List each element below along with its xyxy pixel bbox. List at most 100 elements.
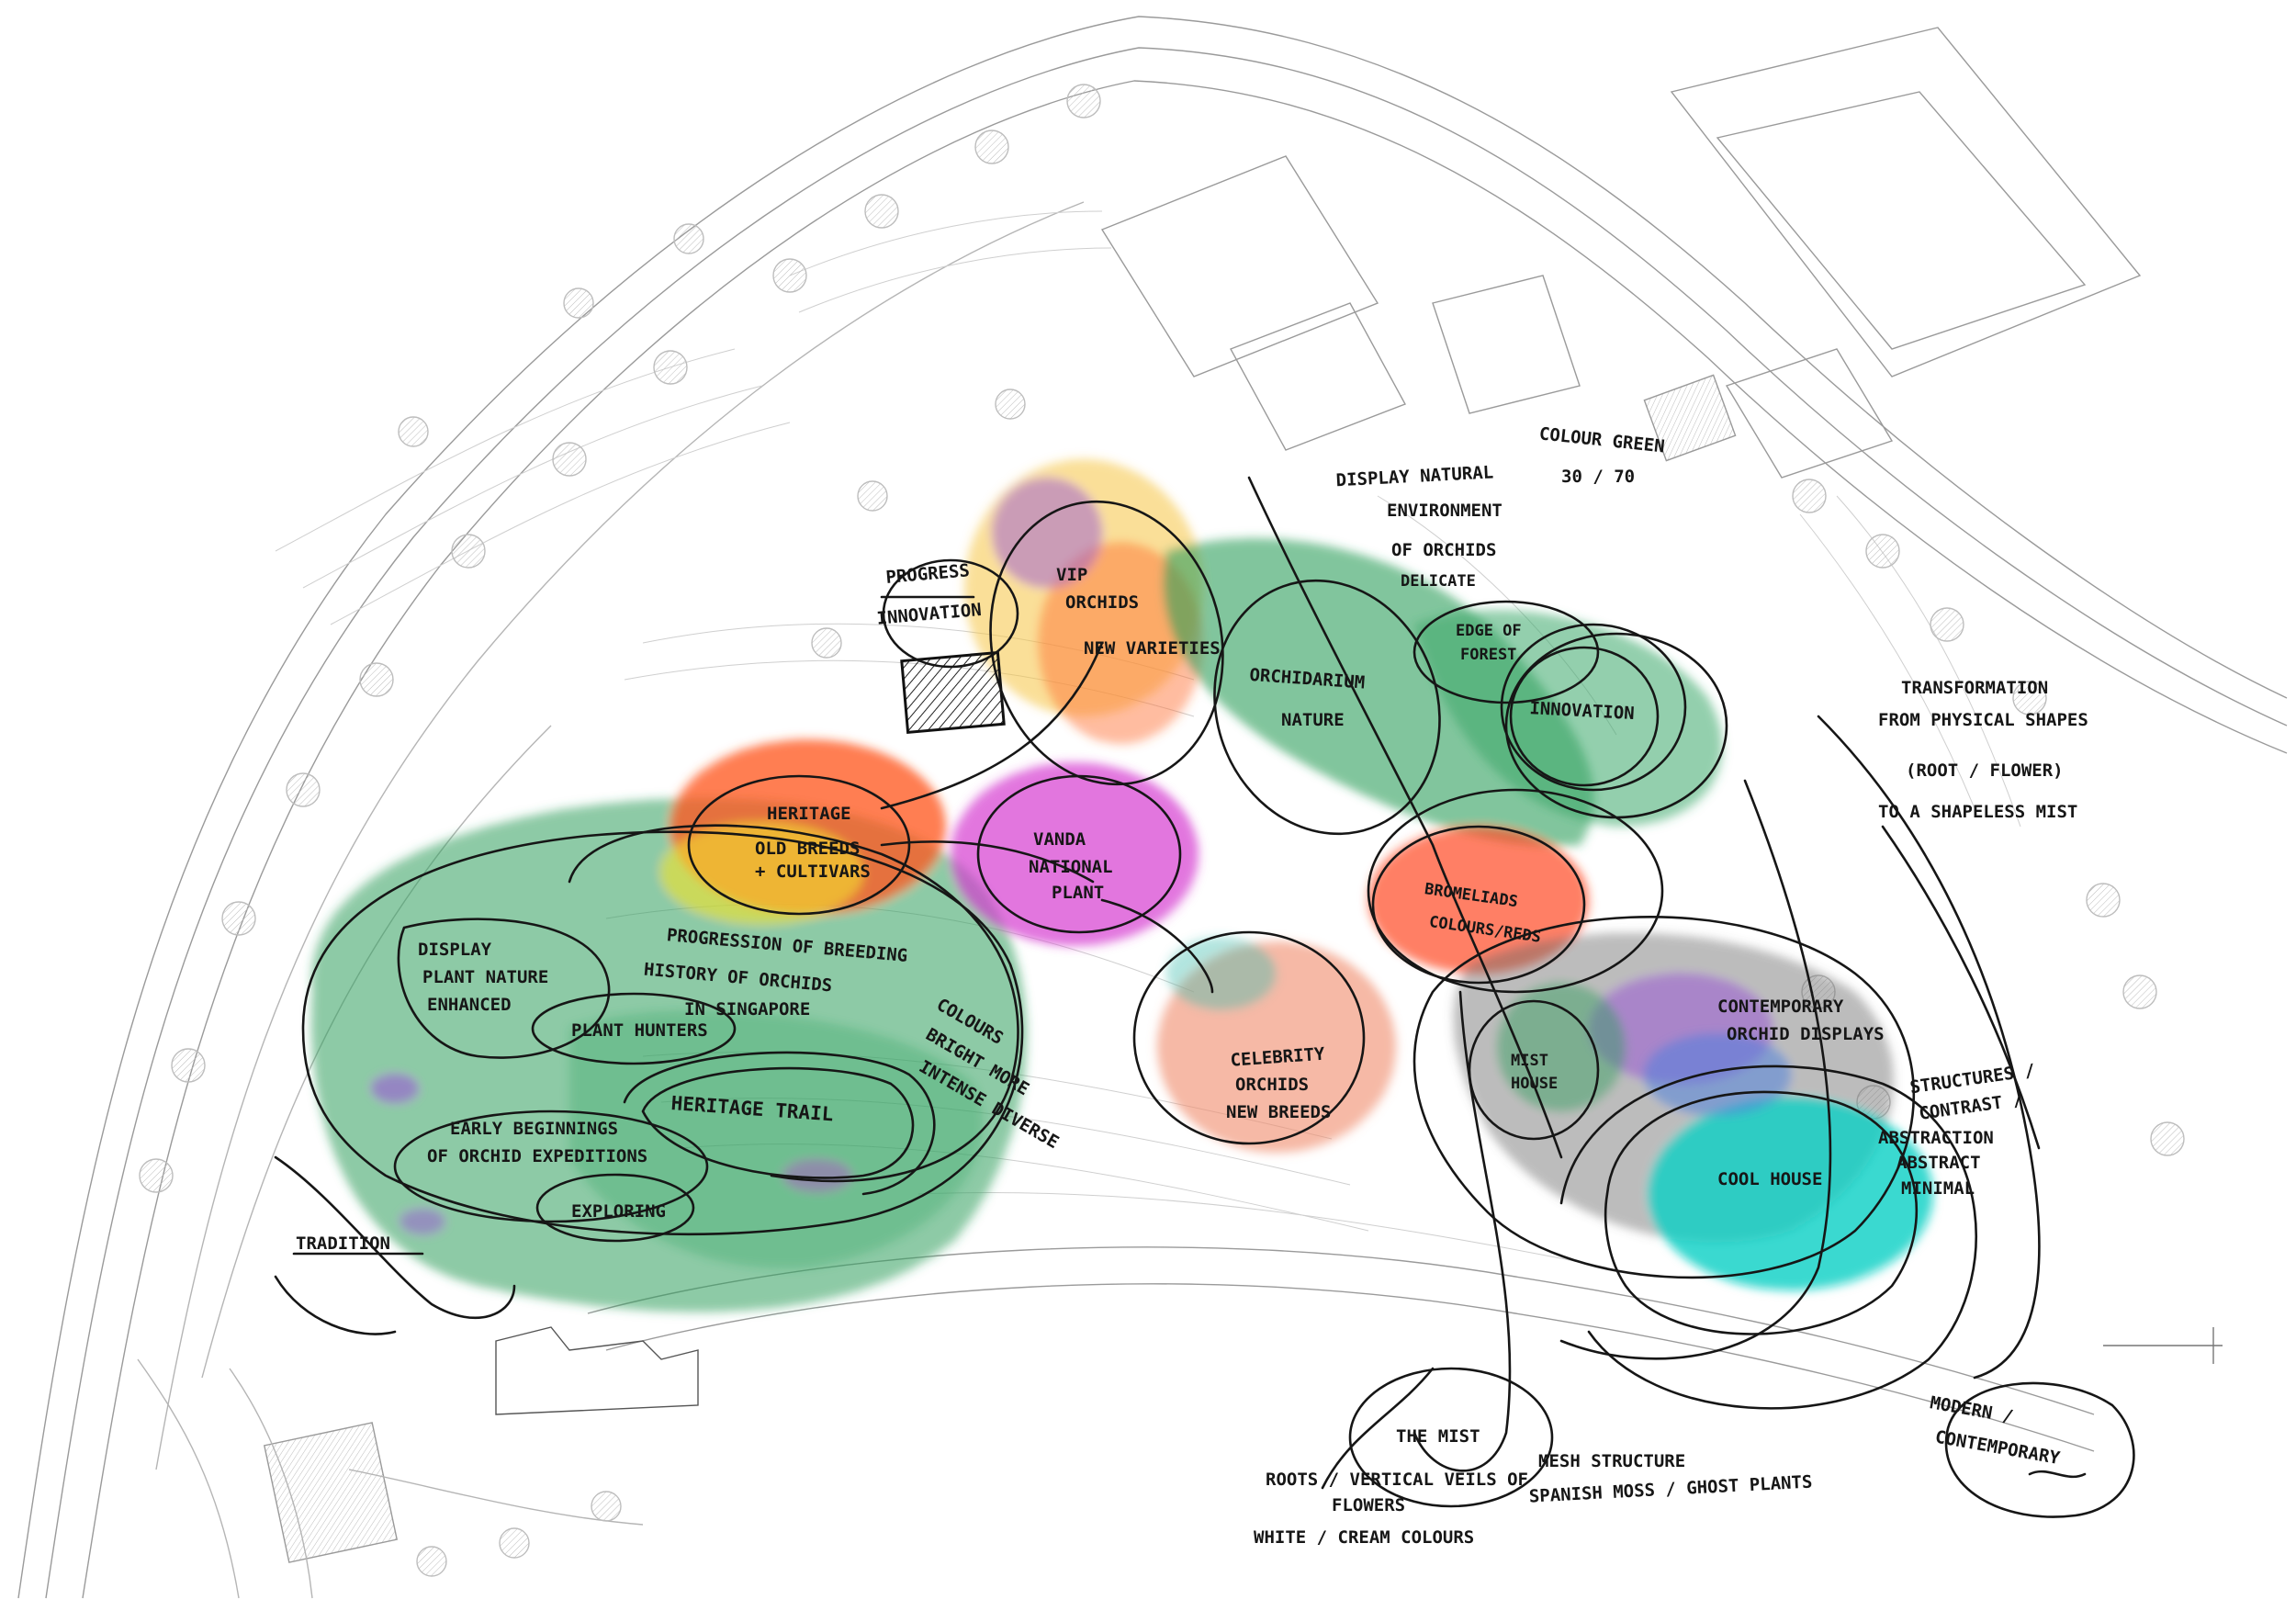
sweep-east-2 bbox=[1881, 825, 2041, 1150]
loop-modern bbox=[1944, 1381, 2135, 1518]
label-display-natural-1: DISPLAY NATURAL bbox=[1335, 462, 1494, 490]
label-exploring: EXPLORING bbox=[571, 1201, 666, 1222]
ne-building-3 bbox=[1725, 348, 1894, 479]
label-innovation-a: INNOVATION bbox=[876, 600, 983, 629]
label-roots-1: ROOTS / VERTICAL VEILS OF bbox=[1266, 1470, 1528, 1490]
loop-heritage-trail bbox=[641, 1066, 915, 1179]
loop-cool-house-outer bbox=[1559, 1064, 1977, 1410]
sw-building-2 bbox=[263, 1422, 399, 1563]
label-modern-2: CONTEMPORARY bbox=[1933, 1426, 2062, 1469]
perimeter-road-outer bbox=[17, 16, 2288, 1599]
zone-west-purple-fleck-3 bbox=[400, 1209, 445, 1234]
modern-squiggle bbox=[2028, 1470, 2087, 1479]
loop-bromeliads bbox=[1371, 825, 1586, 985]
tradition-stroke bbox=[274, 1155, 516, 1320]
sw-building-1 bbox=[495, 1326, 699, 1415]
loop-vanda bbox=[976, 774, 1182, 934]
zone-heritage-yellow bbox=[661, 822, 863, 923]
label-contemporary-1: CONTEMPORARY bbox=[1717, 997, 1844, 1017]
label-structures-4: ABSTRACT bbox=[1896, 1153, 1981, 1173]
label-progression-3: IN SINGAPORE bbox=[684, 999, 810, 1019]
label-display-natural-2: ENVIRONMENT bbox=[1387, 501, 1503, 521]
loop-exploring bbox=[535, 1173, 695, 1243]
colour-zones bbox=[311, 459, 1933, 1312]
ne-building-outline-2 bbox=[1716, 91, 2087, 350]
zone-vip-orange bbox=[1038, 542, 1203, 744]
mist-connector bbox=[1321, 1367, 1435, 1490]
label-mist-house-2: HOUSE bbox=[1511, 1075, 1558, 1093]
label-transformation-3: (ROOT / FLOWER) bbox=[1906, 760, 2064, 781]
label-structures-5: MINIMAL bbox=[1901, 1178, 1975, 1199]
zone-celebrity-teal bbox=[1166, 937, 1277, 1010]
zone-cool-house-blue bbox=[1644, 1033, 1791, 1116]
label-early-2: OF ORCHID EXPEDITIONS bbox=[427, 1146, 647, 1166]
vanda-link bbox=[1100, 898, 1214, 994]
label-vip-1: VIP bbox=[1056, 565, 1087, 585]
loop-innovation-1 bbox=[1509, 646, 1660, 787]
loop-the-mist bbox=[1348, 1367, 1554, 1508]
label-display-natural-3: OF ORCHIDS bbox=[1391, 540, 1496, 560]
inner-path-1 bbox=[155, 201, 1085, 1470]
loop-innovation-2 bbox=[1500, 623, 1687, 792]
loop-cool-house bbox=[1604, 1090, 1919, 1335]
label-cool-house: COOL HOUSE bbox=[1717, 1169, 1822, 1189]
orchidarium-curve bbox=[1247, 476, 1563, 1159]
label-celebrity-3: NEW BREEDS bbox=[1226, 1102, 1331, 1122]
label-display-plant-2: PLANT NATURE bbox=[422, 967, 548, 987]
label-colour-green-1: COLOUR GREEN bbox=[1538, 423, 1666, 456]
label-the-mist: THE MIST bbox=[1396, 1426, 1480, 1447]
loop-orchidarium bbox=[1213, 579, 1441, 836]
north-block-2 bbox=[1230, 302, 1406, 451]
label-white-cream: WHITE / CREAM COLOURS bbox=[1254, 1527, 1474, 1548]
label-orchidarium-2: NATURE bbox=[1281, 710, 1345, 730]
label-mesh-structure: MESH STRUCTURE bbox=[1538, 1451, 1685, 1471]
tradition-curve bbox=[274, 1275, 397, 1335]
perimeter-road-inner bbox=[45, 47, 2288, 1599]
zone-edge-forest-green bbox=[1414, 610, 1723, 827]
loop-early-beginnings bbox=[393, 1109, 709, 1223]
label-edge-forest-1: EDGE OF bbox=[1456, 622, 1522, 640]
loop-plant-hunters bbox=[531, 992, 737, 1065]
label-transformation-1: TRANSFORMATION bbox=[1901, 678, 2048, 698]
loop-progression bbox=[568, 824, 1019, 1183]
label-vanda-3: PLANT bbox=[1052, 883, 1104, 903]
perimeter-road-edge bbox=[82, 80, 2288, 1599]
heritage-link bbox=[880, 840, 1095, 884]
progress-hatched-block bbox=[900, 650, 1006, 735]
label-transformation-2: FROM PHYSICAL SHAPES bbox=[1878, 710, 2088, 730]
tree-symbols bbox=[139, 84, 2185, 1577]
zone-vanda-magenta bbox=[951, 762, 1199, 946]
label-heritage-3: + CULTIVARS bbox=[755, 862, 871, 882]
label-heritage-2: OLD BREEDS bbox=[755, 839, 860, 859]
label-vip-2: ORCHIDS bbox=[1065, 592, 1139, 613]
zone-mist-house-green bbox=[1497, 983, 1626, 1111]
zone-west-purple-fleck-2 bbox=[782, 1159, 852, 1192]
sw-lanes bbox=[137, 1358, 644, 1599]
label-progress: PROGRESS bbox=[885, 560, 971, 588]
label-vanda-1: VANDA bbox=[1033, 829, 1086, 850]
loop-progress bbox=[882, 558, 1019, 669]
zone-west-purple-fleck bbox=[371, 1074, 419, 1103]
label-contemporary-2: ORCHID DISPLAYS bbox=[1727, 1024, 1885, 1044]
zone-cool-house-teal bbox=[1649, 1098, 1933, 1290]
ne-shed bbox=[1643, 374, 1737, 462]
label-mist-house-1: MIST bbox=[1511, 1052, 1548, 1070]
label-vanda-2: NATIONAL bbox=[1029, 857, 1113, 877]
zone-bromeliads-red bbox=[1368, 827, 1589, 974]
label-delicate: DELICATE bbox=[1401, 572, 1476, 591]
label-early-1: EARLY BEGINNINGS bbox=[450, 1119, 618, 1139]
loop-heritage bbox=[687, 774, 911, 916]
zone-north-green bbox=[1163, 538, 1594, 847]
label-spanish-moss: SPANISH MOSS / GHOST PLANTS bbox=[1528, 1471, 1813, 1506]
label-plant-hunters: PLANT HUNTERS bbox=[571, 1020, 708, 1041]
label-display-plant-3: ENHANCED bbox=[427, 995, 512, 1015]
loop-celebrity bbox=[1132, 930, 1366, 1145]
zone-west-green-2 bbox=[569, 1010, 984, 1269]
lower-road-2 bbox=[605, 1283, 2095, 1452]
north-arrow bbox=[2103, 1327, 2223, 1364]
loop-heritage-trail-2 bbox=[623, 1051, 936, 1196]
north-block-1 bbox=[1100, 155, 1379, 377]
label-transformation-4: TO A SHAPELESS MIST bbox=[1878, 802, 2077, 822]
